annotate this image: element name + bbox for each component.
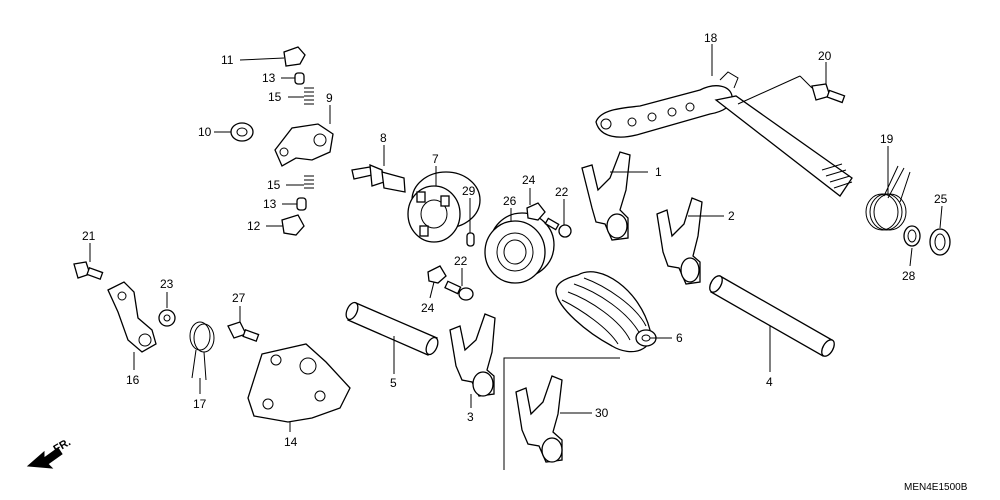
callout-labels: 1 2 3 4 5 6 7 8 9 10 11 12 13 13 14 15 1… xyxy=(82,31,948,449)
part-30-shift-fork xyxy=(503,357,620,470)
callout-6: 6 xyxy=(676,331,683,345)
leader-lines xyxy=(89,44,943,432)
front-arrow-icon xyxy=(26,447,63,469)
callout-13-bottom: 13 xyxy=(263,197,277,211)
part-2-shift-fork xyxy=(656,197,703,285)
callout-11: 11 xyxy=(221,53,234,67)
part-10-washer xyxy=(230,122,254,142)
callout-4: 4 xyxy=(766,375,773,389)
part-20-bolt xyxy=(811,83,846,104)
diagram-code: MEN4E1500B xyxy=(904,482,968,493)
callout-8: 8 xyxy=(380,131,387,145)
callout-18: 18 xyxy=(704,31,718,45)
callout-21: 21 xyxy=(82,229,96,243)
callout-26: 26 xyxy=(503,194,517,208)
callout-13-top: 13 xyxy=(262,71,276,85)
part-13-pin-bottom xyxy=(296,197,307,211)
part-24-plate-lower xyxy=(427,265,447,284)
callout-10: 10 xyxy=(198,125,212,139)
part-15-spring-top xyxy=(304,87,314,105)
callout-15-top: 15 xyxy=(268,90,282,104)
callout-15-bottom: 15 xyxy=(267,178,281,192)
callout-2: 2 xyxy=(728,209,735,223)
part-28-circlip xyxy=(903,225,921,247)
part-7-drum-center xyxy=(407,171,481,243)
callout-28: 28 xyxy=(902,269,916,283)
part-13-pin-top xyxy=(294,72,305,85)
callout-14: 14 xyxy=(284,435,298,449)
part-24-plate-upper xyxy=(526,202,546,221)
part-19-return-spring xyxy=(865,165,911,231)
callout-25: 25 xyxy=(934,192,948,206)
callout-1: 1 xyxy=(655,165,662,179)
callout-5: 5 xyxy=(390,376,397,390)
front-direction-indicator: FR. xyxy=(26,436,73,469)
callout-16: 16 xyxy=(126,373,140,387)
callout-23: 23 xyxy=(160,277,174,291)
part-8-shaft xyxy=(351,163,406,193)
part-23-washer xyxy=(158,309,176,327)
part-3-shift-fork xyxy=(449,313,496,397)
part-12-stopper xyxy=(281,214,305,236)
callout-29: 29 xyxy=(462,184,476,198)
callout-30: 30 xyxy=(595,406,609,420)
part-29-pin xyxy=(466,232,475,247)
part-5-fork-shaft xyxy=(345,301,439,356)
part-15-spring-bottom xyxy=(304,175,314,189)
part-25-washer xyxy=(929,228,951,256)
part-22-bolt-lower xyxy=(444,280,474,301)
part-22-bolt-upper xyxy=(544,217,572,238)
part-6-shift-drum xyxy=(555,271,657,353)
callout-3: 3 xyxy=(467,410,474,424)
callout-22-upper: 22 xyxy=(555,185,569,199)
callout-19: 19 xyxy=(880,132,894,146)
part-11-cap xyxy=(283,46,306,67)
part-14-guide-plate xyxy=(247,343,351,423)
part-21-bolt xyxy=(73,261,104,280)
part-4-fork-shaft xyxy=(709,275,835,357)
callout-27: 27 xyxy=(232,291,246,305)
front-direction-label: FR. xyxy=(52,436,73,455)
callout-24-lower: 24 xyxy=(421,301,435,315)
part-16-shift-arm xyxy=(107,281,157,353)
callout-17: 17 xyxy=(193,397,207,411)
part-27-bolt xyxy=(227,321,260,342)
callout-9: 9 xyxy=(326,91,333,105)
callout-22-lower: 22 xyxy=(454,254,468,268)
part-17-spring xyxy=(189,321,215,381)
callout-7: 7 xyxy=(432,152,439,166)
part-26-bearing xyxy=(484,212,555,284)
callout-12: 12 xyxy=(247,219,261,233)
part-9-stopper-arm xyxy=(274,123,334,167)
part-1-shift-fork xyxy=(581,151,631,241)
part-18-gearshift-spindle xyxy=(595,71,853,197)
callout-20: 20 xyxy=(818,49,832,63)
callout-24-upper: 24 xyxy=(522,173,536,187)
